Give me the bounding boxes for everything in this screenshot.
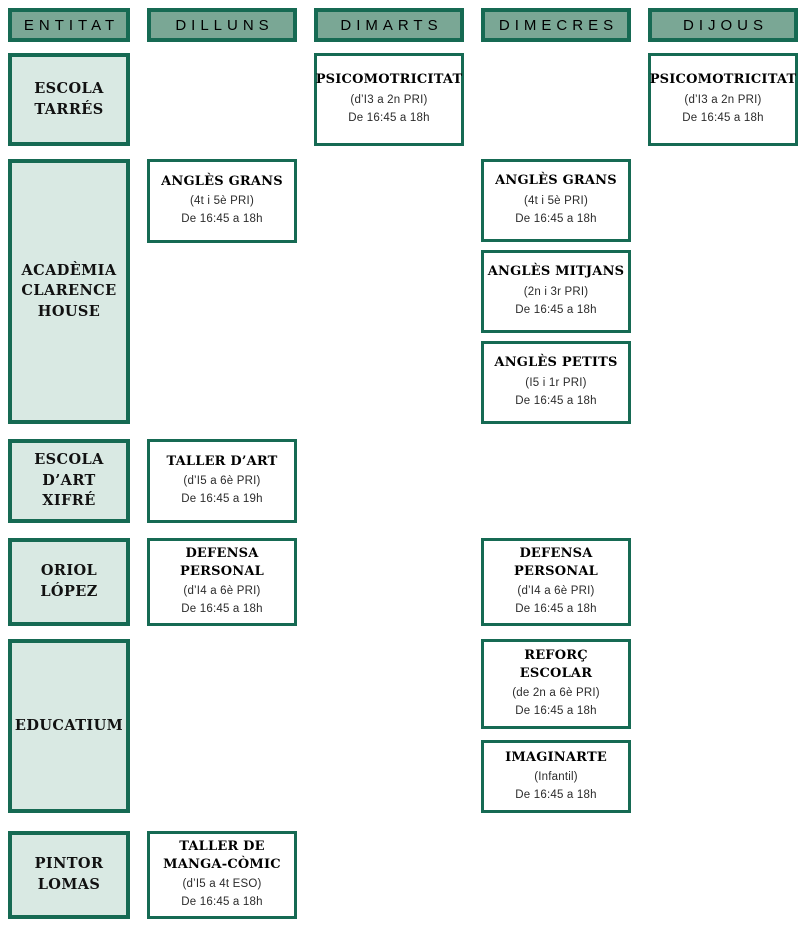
activity-time: De 16:45 a 18h: [515, 788, 597, 801]
activity-title: IMAGINARTE: [505, 749, 607, 765]
activity-time: De 16:45 a 18h: [181, 213, 263, 226]
cell-pintor-dilluns: TALLER DE MANGA-CÒMIC (d’I5 a 4t ESO) De…: [147, 831, 297, 919]
cell-xifre-dimarts: [314, 439, 464, 523]
cell-oriol-dilluns: DEFENSA PERSONAL (d’I4 a 6è PRI) De 16:4…: [147, 538, 297, 626]
entity-escola-dart-xifre: ESCOLA D’ART XIFRÉ: [8, 439, 130, 523]
activity-group: (2n i 3r PRI): [523, 285, 589, 298]
activity-time: De 16:45 a 18h: [515, 303, 597, 316]
cell-escola-tarres-dimarts: PSICOMOTRICITAT (d’I3 a 2n PRI) De 16:45…: [314, 53, 464, 146]
schedule-board: ENTITAT DILLUNS DIMARTS DIMECRES DIJOUS …: [8, 8, 798, 919]
activity-group: (d’I5 a 4t ESO): [182, 878, 262, 891]
activity-title: REFORÇ ESCOLAR: [519, 648, 593, 681]
activity-defensa-personal-dimecres: DEFENSA PERSONAL (d’I4 a 6è PRI) De 16:4…: [481, 538, 631, 626]
activity-time: De 16:45 a 18h: [515, 602, 597, 615]
activity-time: De 16:45 a 18h: [515, 705, 597, 718]
cell-pintor-dimarts: [314, 831, 464, 919]
activity-time: De 16:45 a 19h: [181, 493, 263, 506]
row-oriol-lopez: ORIOL LÓPEZ DEFENSA PERSONAL (d’I4 a 6è …: [8, 538, 798, 626]
activity-time: De 16:45 a 18h: [181, 602, 263, 615]
activity-psicomotricitat-dimarts: PSICOMOTRICITAT (d’I3 a 2n PRI) De 16:45…: [314, 53, 464, 146]
activity-group: (d’I4 a 6è PRI): [183, 585, 261, 598]
entity-pintor-lomas: PINTOR LOMAS: [8, 831, 130, 919]
cell-oriol-dijous: [648, 538, 798, 626]
activity-reforc-escolar-dimecres: REFORÇ ESCOLAR (de 2n a 6è PRI) De 16:45…: [481, 639, 631, 730]
row-pintor-lomas: PINTOR LOMAS TALLER DE MANGA-CÒMIC (d’I5…: [8, 831, 798, 919]
cell-xifre-dimecres: [481, 439, 631, 523]
activity-taller-dart-dilluns: TALLER D’ART (d’I5 a 6è PRI) De 16:45 a …: [147, 439, 297, 523]
activity-time: De 16:45 a 18h: [348, 111, 430, 124]
activity-taller-manga-comic-dilluns: TALLER DE MANGA-CÒMIC (d’I5 a 4t ESO) De…: [147, 831, 297, 919]
row-academia-clarence-house: ACADÈMIA CLARENCE HOUSE ANGLÈS GRANS (4t…: [8, 159, 798, 424]
entity-escola-tarres: ESCOLA TARRÉS: [8, 53, 130, 146]
activity-title: ANGLÈS GRANS: [495, 173, 617, 189]
cell-educatium-dimecres: REFORÇ ESCOLAR (de 2n a 6è PRI) De 16:45…: [481, 639, 631, 814]
cell-xifre-dilluns: TALLER D’ART (d’I5 a 6è PRI) De 16:45 a …: [147, 439, 297, 523]
activity-time: De 16:45 a 18h: [181, 895, 263, 908]
activity-title: TALLER D’ART: [166, 453, 278, 469]
activity-time: De 16:45 a 18h: [515, 212, 597, 225]
activity-psicomotricitat-dijous: PSICOMOTRICITAT (d’I3 a 2n PRI) De 16:45…: [648, 53, 798, 146]
row-escola-dart-xifre: ESCOLA D’ART XIFRÉ TALLER D’ART (d’I5 a …: [8, 439, 798, 523]
entity-academia-clarence-house: ACADÈMIA CLARENCE HOUSE: [8, 159, 130, 424]
activity-title: DEFENSA PERSONAL: [180, 546, 264, 579]
cell-pintor-dimecres: [481, 831, 631, 919]
cell-educatium-dimarts: [314, 639, 464, 813]
column-header-dilluns: DILLUNS: [147, 8, 297, 42]
activity-title: PSICOMOTRICITAT: [315, 72, 463, 88]
column-header-dijous: DIJOUS: [648, 8, 798, 42]
cell-escola-tarres-dimecres: [481, 53, 631, 146]
cell-oriol-dimecres: DEFENSA PERSONAL (d’I4 a 6è PRI) De 16:4…: [481, 538, 631, 626]
cell-clarence-dimarts: [314, 159, 464, 424]
activity-group: (d’I3 a 2n PRI): [350, 93, 428, 106]
activity-group: (4t i 5è PRI): [190, 195, 254, 208]
row-educatium: EDUCATIUM REFORÇ ESCOLAR (de 2n a 6è PRI…: [8, 639, 798, 814]
activity-angles-grans-dimecres: ANGLÈS GRANS (4t i 5è PRI) De 16:45 a 18…: [481, 159, 631, 242]
row-escola-tarres: ESCOLA TARRÉS PSICOMOTRICITAT (d’I3 a 2n…: [8, 53, 798, 146]
activity-title: ANGLÈS MITJANS: [487, 264, 625, 280]
cell-clarence-dimecres: ANGLÈS GRANS (4t i 5è PRI) De 16:45 a 18…: [481, 159, 631, 424]
activity-group: (d’I5 a 6è PRI): [183, 475, 261, 488]
cell-escola-tarres-dijous: PSICOMOTRICITAT (d’I3 a 2n PRI) De 16:45…: [648, 53, 798, 146]
activity-time: De 16:45 a 18h: [682, 111, 764, 124]
entity-oriol-lopez: ORIOL LÓPEZ: [8, 538, 130, 626]
activity-imaginarte-dimecres: IMAGINARTE (Infantil) De 16:45 a 18h: [481, 740, 631, 814]
activity-title: DEFENSA PERSONAL: [514, 546, 598, 579]
activity-group: (d’I3 a 2n PRI): [684, 93, 762, 106]
activity-angles-mitjans-dimecres: ANGLÈS MITJANS (2n i 3r PRI) De 16:45 a …: [481, 250, 631, 333]
activity-title: ANGLÈS PETITS: [494, 355, 618, 371]
activity-title: ANGLÈS GRANS: [161, 173, 283, 189]
cell-pintor-dijous: [648, 831, 798, 919]
cell-clarence-dilluns: ANGLÈS GRANS (4t i 5è PRI) De 16:45 a 18…: [147, 159, 297, 424]
activity-group: (I5 i 1r PRI): [525, 376, 587, 389]
activity-group: (de 2n a 6è PRI): [512, 687, 600, 700]
activity-group: (Infantil): [534, 771, 578, 784]
activity-angles-grans-dilluns: ANGLÈS GRANS (4t i 5è PRI) De 16:45 a 18…: [147, 159, 297, 243]
entity-educatium: EDUCATIUM: [8, 639, 130, 813]
column-header-dimarts: DIMARTS: [314, 8, 464, 42]
activity-time: De 16:45 a 18h: [515, 394, 597, 407]
activity-angles-petits-dimecres: ANGLÈS PETITS (I5 i 1r PRI) De 16:45 a 1…: [481, 341, 631, 424]
cell-escola-tarres-dilluns: [147, 53, 297, 146]
activity-title: TALLER DE MANGA-CÒMIC: [163, 839, 281, 872]
activity-defensa-personal-dilluns: DEFENSA PERSONAL (d’I4 a 6è PRI) De 16:4…: [147, 538, 297, 626]
cell-oriol-dimarts: [314, 538, 464, 626]
column-header-entitat: ENTITAT: [8, 8, 130, 42]
activity-title: PSICOMOTRICITAT: [649, 72, 797, 88]
header-row: ENTITAT DILLUNS DIMARTS DIMECRES DIJOUS: [8, 8, 798, 42]
cell-educatium-dijous: [648, 639, 798, 813]
column-header-dimecres: DIMECRES: [481, 8, 631, 42]
cell-xifre-dijous: [648, 439, 798, 523]
activity-group: (4t i 5è PRI): [524, 194, 588, 207]
cell-educatium-dilluns: [147, 639, 297, 813]
cell-clarence-dijous: [648, 159, 798, 424]
activity-group: (d’I4 a 6è PRI): [517, 585, 595, 598]
